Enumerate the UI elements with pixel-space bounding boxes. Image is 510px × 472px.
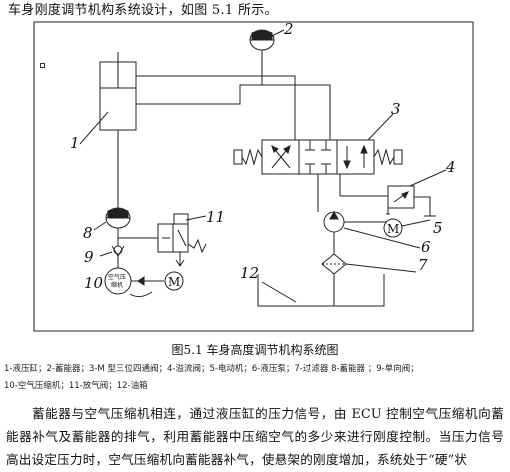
- callout-7: 7: [418, 256, 428, 274]
- callout-11: 11: [206, 208, 225, 226]
- hydraulic-pump: [323, 210, 386, 233]
- legend-line-2: 10-空气压缩机；11-放气阀；12-油箱: [4, 381, 148, 391]
- figure-caption: 图5.1 车身高度调节机构系统图: [171, 343, 339, 357]
- callout-12: 12: [240, 264, 259, 282]
- callout-6: 6: [421, 238, 431, 256]
- figure-legend: 1-液压缸；2-蓄能器；3-M 型三位四通阀；4-溢流阀；5-电动机；6-液压泵…: [4, 361, 504, 395]
- diagram-frame: [33, 21, 474, 332]
- page-heading: 车身刚度调节机构系统设计，如图 5.1 所示。: [8, 3, 278, 18]
- callout-4: 4: [445, 158, 456, 176]
- air-compressor: 空气压 缩机: [104, 267, 164, 298]
- directional-valve: [233, 139, 403, 175]
- callout-2: 2: [283, 20, 294, 38]
- relief-valve: [386, 185, 436, 217]
- compressor-label-2: 缩机: [111, 281, 123, 289]
- callout-5: 5: [433, 219, 443, 237]
- callout-10: 10: [84, 274, 104, 292]
- motor-5-symbol: M: [387, 222, 399, 236]
- hydraulic-cylinder: [99, 52, 137, 131]
- callout-9: 9: [84, 248, 94, 266]
- electric-motor: M: [383, 218, 403, 238]
- exhaust-valve: [157, 213, 207, 267]
- stray-mark: [40, 63, 45, 68]
- check-valve: [111, 245, 125, 268]
- oil-filter: [321, 232, 347, 306]
- callout-8: 8: [83, 224, 93, 242]
- accumulator-top: [249, 29, 275, 85]
- motor-10-symbol: M: [168, 275, 180, 289]
- compressor-label-1: 空气压: [108, 273, 126, 281]
- oil-tank: [257, 274, 385, 307]
- accumulator-side: [105, 130, 131, 246]
- legend-line-1: 1-液压缸；2-蓄能器；3-M 型三位四通阀；4-溢流阀；5-电动机；6-液压泵…: [4, 364, 419, 374]
- callout-3: 3: [391, 100, 401, 118]
- callout-1: 1: [70, 134, 80, 152]
- compressor-motor: M: [164, 271, 184, 291]
- body-paragraph: 蓄能器与空气压缩机相连，通过液压缸的压力信号，由 ECU 控制空气压缩机向蓄能器…: [6, 406, 504, 467]
